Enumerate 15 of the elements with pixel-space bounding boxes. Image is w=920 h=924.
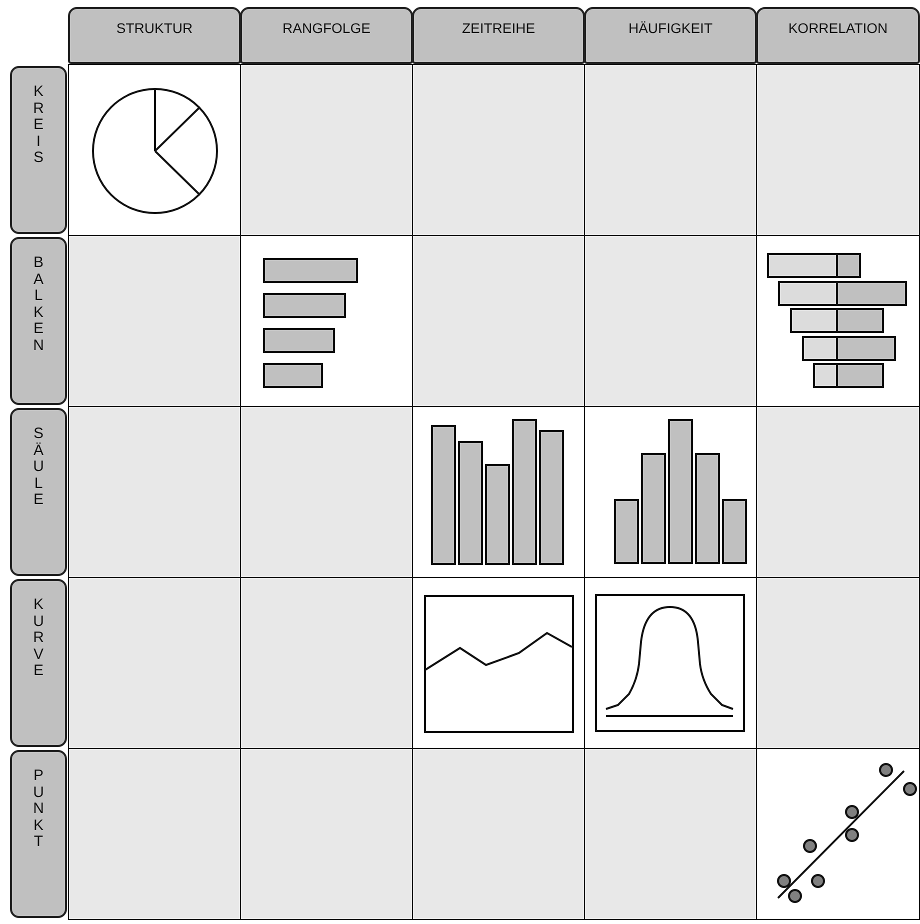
column-header-tab: HÄUFIGKEIT bbox=[584, 7, 757, 64]
row-header-tab bbox=[10, 579, 67, 747]
row-header-label: KURVE bbox=[33, 597, 44, 681]
column-header-tab: ZEITREIHE bbox=[412, 7, 585, 64]
column-header-tab: RANGFOLGE bbox=[240, 7, 413, 64]
row-header-label: KREIS bbox=[33, 84, 44, 168]
column-header-tab: KORRELATION bbox=[756, 7, 920, 64]
row-header-tab bbox=[10, 750, 67, 918]
row-header-label: BALKEN bbox=[33, 255, 44, 356]
row-header-tab bbox=[10, 237, 67, 405]
row-header-label: PUNKT bbox=[33, 768, 44, 852]
column-header-tab: STRUKTUR bbox=[68, 7, 241, 64]
row-header-tab bbox=[10, 66, 67, 234]
row-header-label: SÄULE bbox=[33, 426, 44, 510]
row-header-tab bbox=[10, 408, 67, 576]
